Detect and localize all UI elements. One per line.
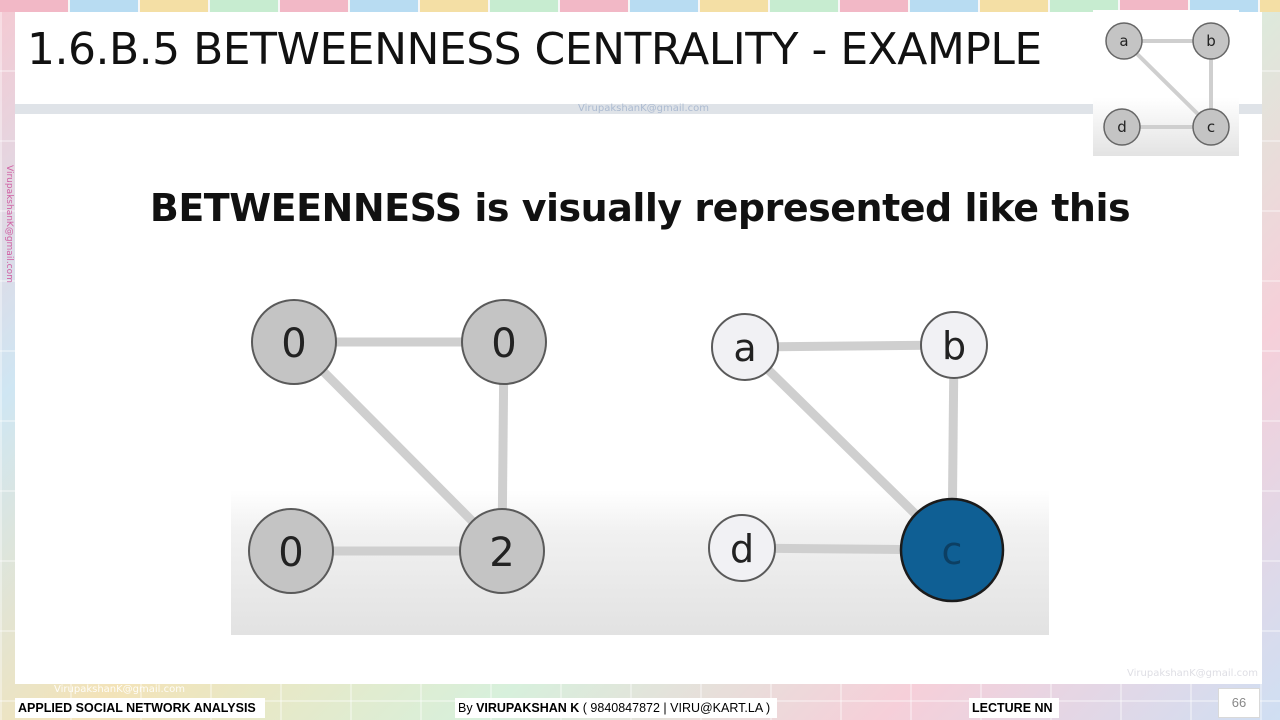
watermark-bottom-left: VirupakshanK@gmail.com [54, 684, 185, 695]
watermark-top: VirupakshanK@gmail.com [578, 103, 709, 114]
highlight-graph: a b c d [708, 311, 1005, 603]
betweenness-graph: 0 0 2 0 [248, 299, 547, 594]
bc-node-b [461, 299, 547, 385]
bc-node-a [251, 299, 337, 385]
thumb-label-b: b [1206, 32, 1216, 50]
hl-label-c: c [942, 529, 963, 573]
bc-value-b: 0 [491, 321, 516, 367]
graph-figure-svg: 0 0 2 0 a b c d [248, 299, 1005, 603]
page-number: 66 [1218, 688, 1260, 718]
bc-value-a: 0 [281, 321, 306, 367]
bc-value-c: 2 [489, 530, 514, 576]
watermark-bottom-right: VirupakshanK@gmail.com [1127, 668, 1258, 679]
bc-value-d: 0 [278, 530, 303, 576]
graph-figure: 0 0 2 0 a b c d [231, 290, 1049, 635]
footer-by-prefix: By [458, 701, 477, 715]
hl-node-c [899, 497, 1005, 603]
thumb-edge-a-c [1122, 39, 1213, 129]
slide-title: 1.6.B.5 BETWEENNESS CENTRALITY - EXAMPLE [27, 24, 1042, 75]
hl-node-d [708, 514, 776, 582]
hl-label-d: d [730, 527, 754, 571]
thumb-node-d [1103, 108, 1141, 146]
thumb-label-c: c [1207, 118, 1215, 136]
footer-course: APPLIED SOCIAL NETWORK ANALYSIS [15, 698, 265, 718]
thumbnail-graph: a b c d [1093, 10, 1239, 156]
hl-label-b: b [942, 324, 966, 368]
thumbnail-graph-svg: a b c d [1103, 22, 1230, 146]
thumb-node-a [1105, 22, 1143, 60]
thumb-node-c [1192, 108, 1230, 146]
footer-contact: ( 9840847872 | VIRU@KART.LA ) [579, 701, 771, 715]
bc-edge-a-c [290, 338, 506, 555]
hl-node-b [920, 311, 988, 379]
footer-author-name: VIRUPAKSHAN K [476, 701, 580, 715]
hl-label-a: a [733, 326, 756, 370]
hl-node-a [711, 313, 779, 381]
slide-subtitle: BETWEENNESS is visually represented like… [149, 186, 1131, 230]
hl-edge-a-b [744, 340, 955, 352]
watermark-side: VirupakshanK@gmail.com [4, 165, 14, 283]
footer-author: By VIRUPAKSHAN K ( 9840847872 | VIRU@KAR… [455, 698, 777, 718]
footer-lecture: LECTURE NN [969, 698, 1059, 718]
thumb-label-a: a [1119, 32, 1128, 50]
bc-node-c [459, 508, 545, 594]
background-tiles [0, 0, 1280, 12]
title-bar [15, 12, 1262, 114]
bc-node-d [248, 508, 334, 594]
thumb-label-d: d [1117, 118, 1127, 136]
thumb-node-b [1192, 22, 1230, 60]
